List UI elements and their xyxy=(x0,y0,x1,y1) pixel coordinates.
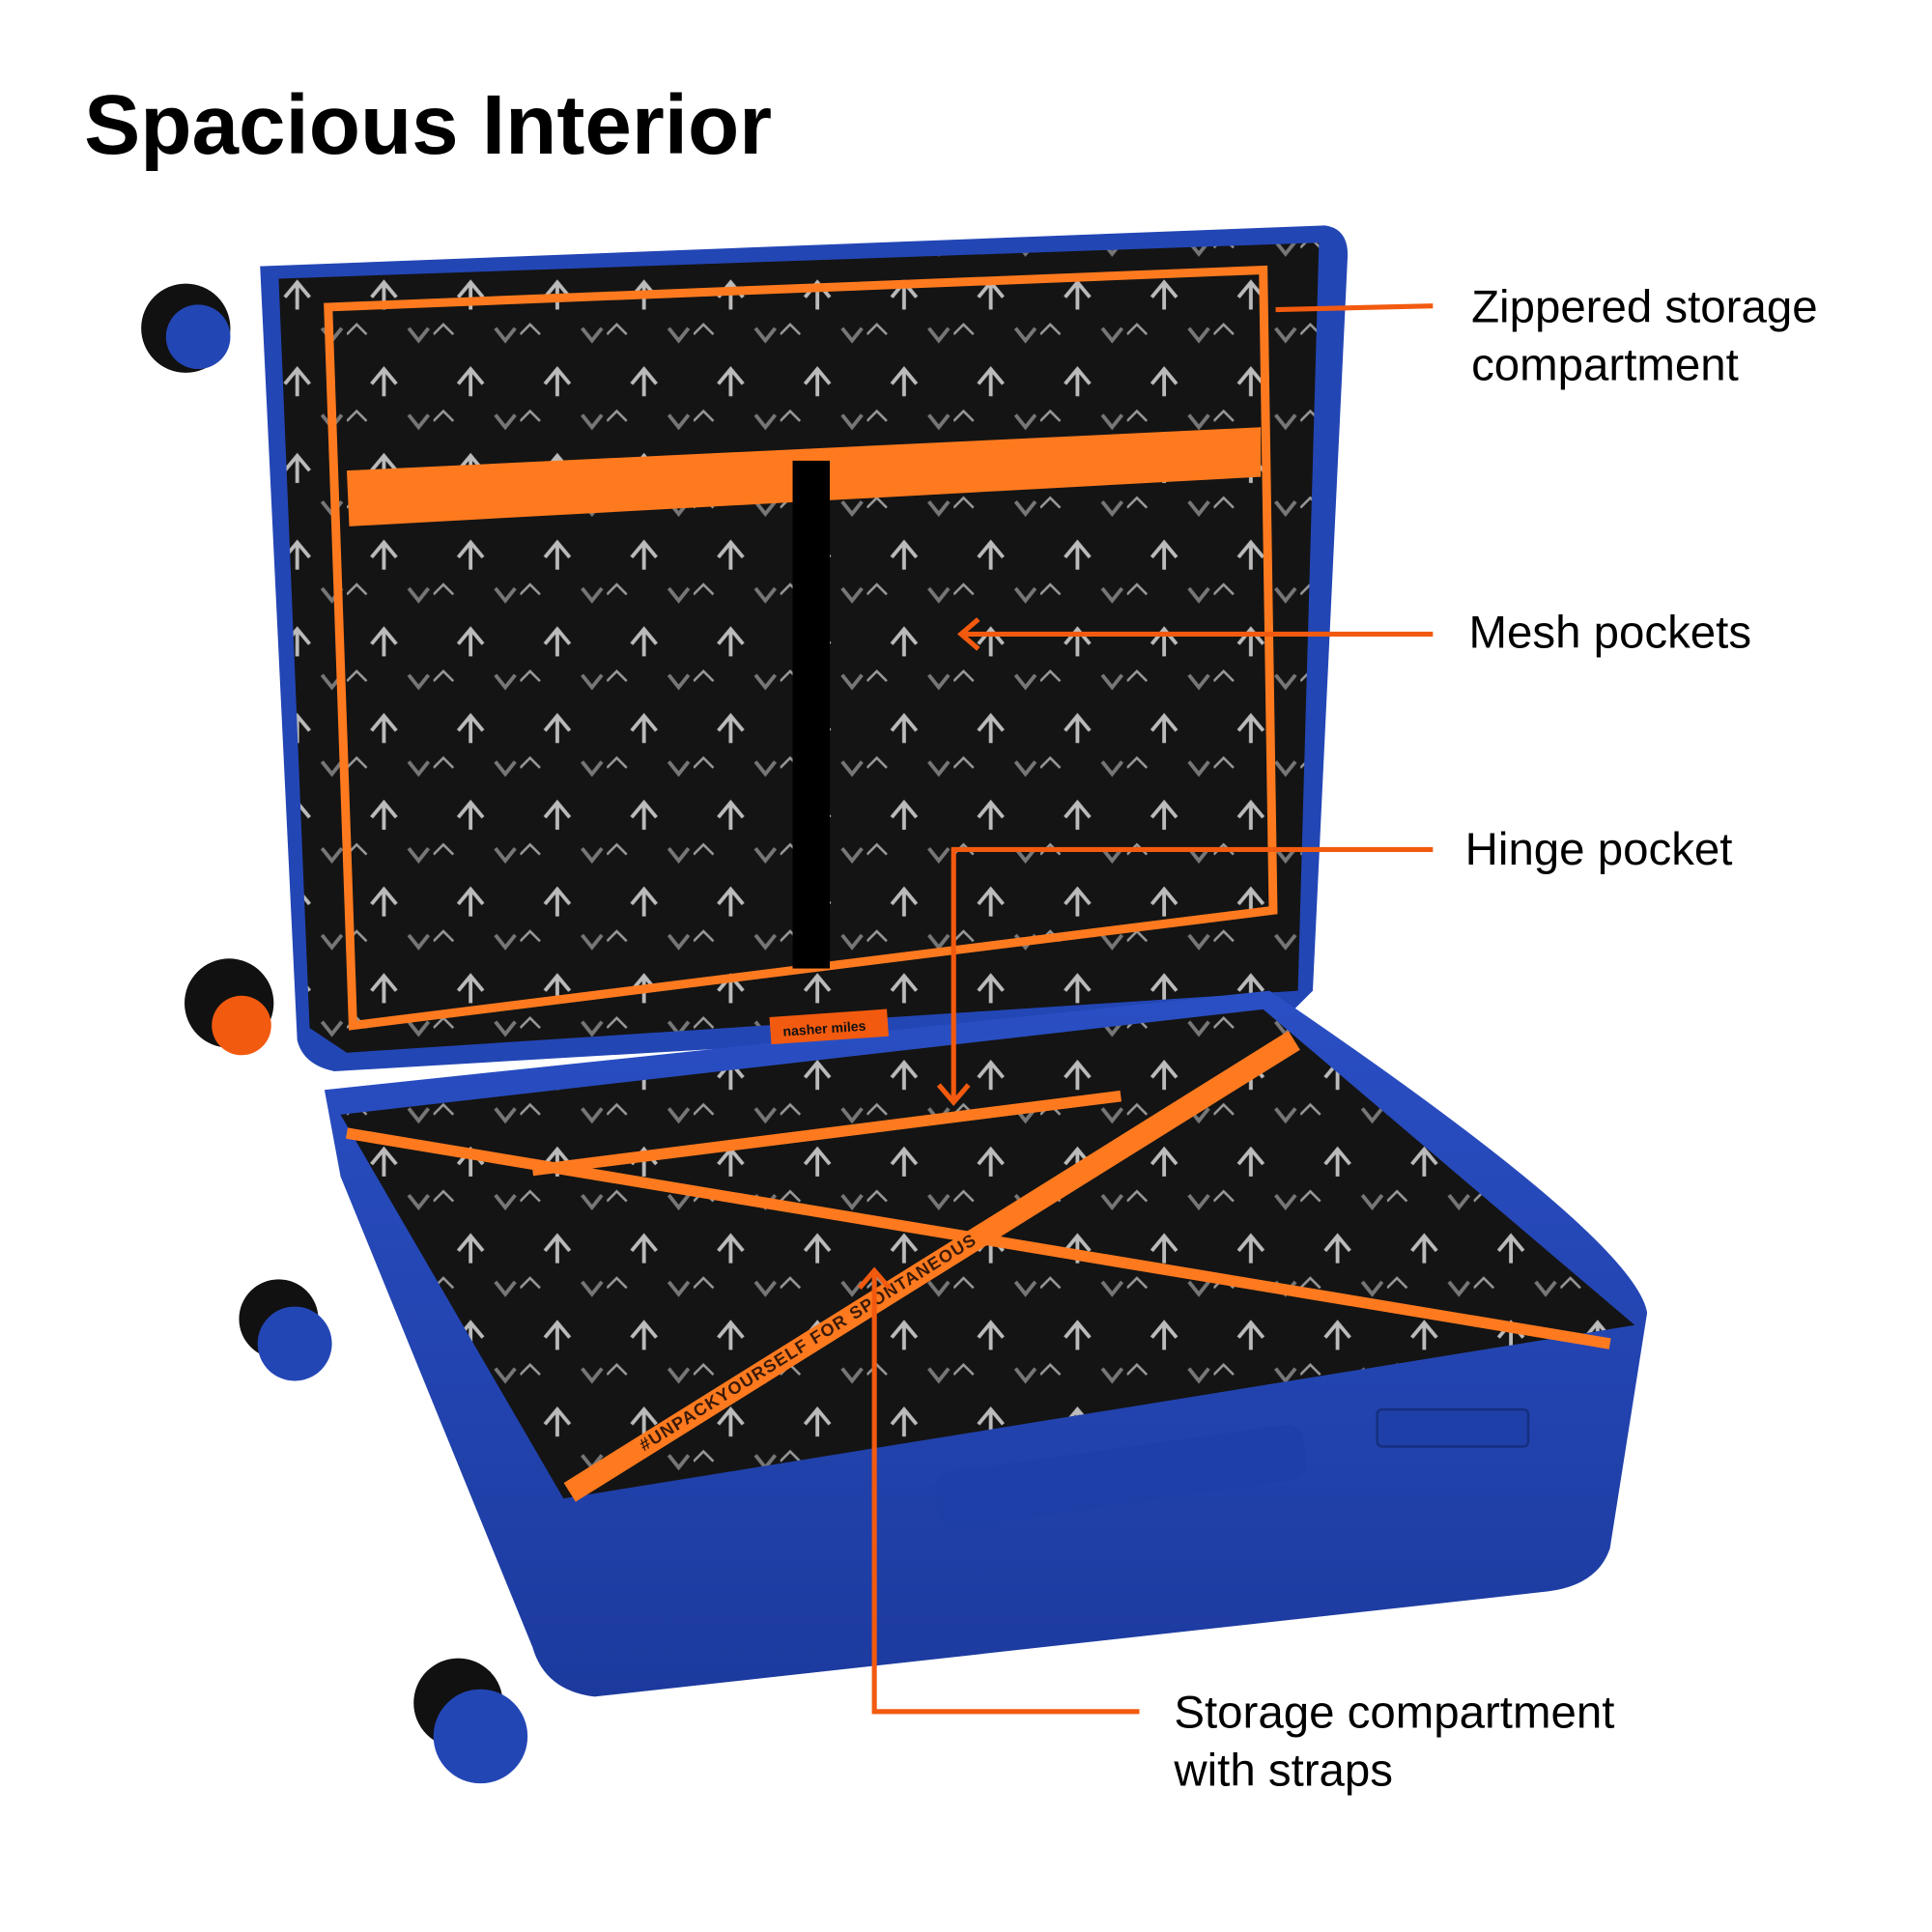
suitcase-lid xyxy=(260,225,1349,1071)
svg-text:with straps: with straps xyxy=(1173,1746,1393,1797)
svg-text:Mesh pockets: Mesh pockets xyxy=(1469,608,1752,659)
page-title: Spacious Interior xyxy=(84,78,772,172)
svg-text:Storage compartment: Storage compartment xyxy=(1174,1687,1614,1738)
callout-mesh-pockets: Mesh pockets xyxy=(956,608,1752,659)
callout-storage-straps: Storage compartment with straps xyxy=(857,1266,1614,1797)
wheels-top xyxy=(141,283,274,1056)
svg-text:compartment: compartment xyxy=(1471,340,1739,391)
callout-hinge-pocket: Hinge pocket xyxy=(936,824,1733,1106)
wheels-bottom xyxy=(239,1279,528,1784)
suitcase-base: #UNPACKYOURSELF FOR SPONTANEOUS nasher m… xyxy=(324,990,1648,1697)
svg-text:Zippered storage: Zippered storage xyxy=(1471,281,1818,332)
brand-tag: nasher miles xyxy=(782,1018,867,1039)
callout-zippered-storage: Zippered storage compartment xyxy=(1275,281,1818,391)
svg-text:Hinge pocket: Hinge pocket xyxy=(1465,824,1733,875)
